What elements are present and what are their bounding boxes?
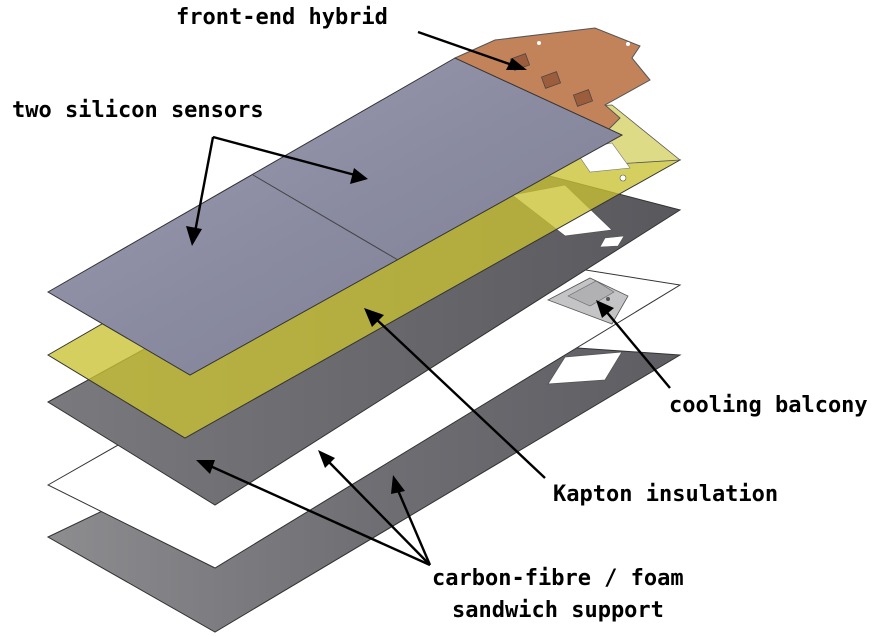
silicon-sensors bbox=[47, 57, 624, 376]
label-two-silicon-sensors: two silicon sensors bbox=[12, 98, 264, 123]
label-support-line1: carbon-fibre / foam bbox=[432, 566, 684, 591]
label-support-line2: sandwich support bbox=[452, 598, 664, 623]
label-cooling-balcony: cooling balcony bbox=[669, 393, 868, 418]
leader-arrows bbox=[186, 30, 671, 567]
label-kapton-insulation: Kapton insulation bbox=[553, 482, 779, 507]
label-front-end-hybrid: front-end hybrid bbox=[176, 5, 388, 30]
